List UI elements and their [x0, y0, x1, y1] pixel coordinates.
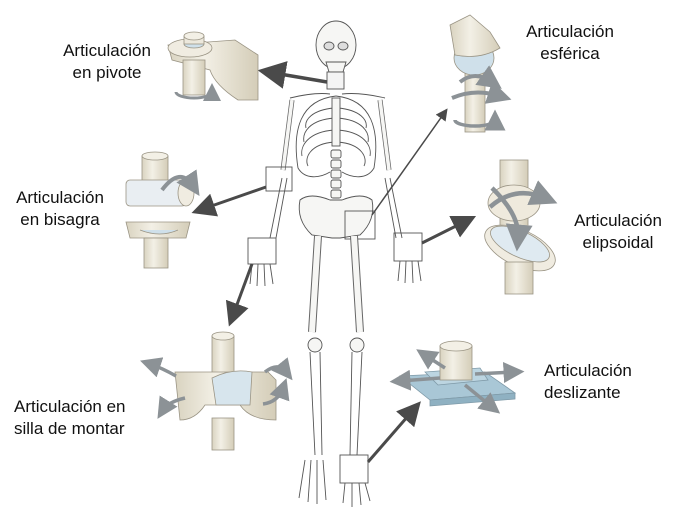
arrow-pivote: [257, 61, 328, 89]
label-line-1: Articulación: [63, 41, 151, 60]
label-pivote: Articulación en pivote: [42, 40, 172, 84]
hinge-joint-illustration: [125, 151, 200, 269]
label-silla: Articulación en silla de montar: [14, 396, 164, 440]
hip-highlight-box: [344, 210, 376, 240]
label-line-1: Articulación: [544, 361, 632, 380]
arrow-elipsoidal: [421, 215, 477, 245]
label-line-1: Articulación: [574, 211, 662, 230]
ankle-highlight-box: [339, 454, 369, 484]
label-line-2: en pivote: [72, 63, 142, 82]
label-deslizante: Articulación deslizante: [544, 360, 664, 404]
label-esferica: Articulación esférica: [510, 21, 630, 65]
label-line-2: esférica: [540, 44, 600, 63]
gliding-joint-illustration: [389, 340, 525, 414]
ellipsoidal-joint-illustration: [484, 159, 558, 295]
skeleton: [247, 20, 423, 507]
spine: [330, 149, 342, 199]
skull: [315, 20, 357, 73]
right-wrist-highlight-box: [393, 232, 423, 262]
arrow-silla: [225, 263, 254, 327]
label-bisagra: Articulación en bisagra: [5, 187, 115, 231]
ball-and-socket-joint-illustration: [449, 14, 512, 133]
left-wrist-highlight-box: [247, 237, 277, 265]
label-line-2: silla de montar: [14, 419, 125, 438]
ribcage: [295, 95, 377, 178]
label-elipsoidal: Articulación elipsoidal: [558, 210, 678, 254]
arrow-deslizante: [366, 401, 421, 463]
label-line-2: en bisagra: [20, 210, 100, 229]
saddle-joint-illustration: [140, 331, 293, 451]
neck-highlight-box: [326, 71, 345, 90]
pointer-arrows: [191, 61, 477, 463]
label-line-2: elipsoidal: [582, 233, 654, 252]
arrow-bisagra: [191, 185, 267, 217]
label-line-1: Articulación en: [14, 397, 126, 416]
label-line-2: deslizante: [544, 383, 621, 402]
arrow-esferica: [371, 108, 448, 216]
pivot-joint-illustration: [167, 31, 259, 102]
label-line-1: Articulación: [16, 188, 104, 207]
label-line-1: Articulación: [526, 22, 614, 41]
elbow-highlight-box: [265, 166, 293, 192]
pelvis: [298, 195, 374, 239]
